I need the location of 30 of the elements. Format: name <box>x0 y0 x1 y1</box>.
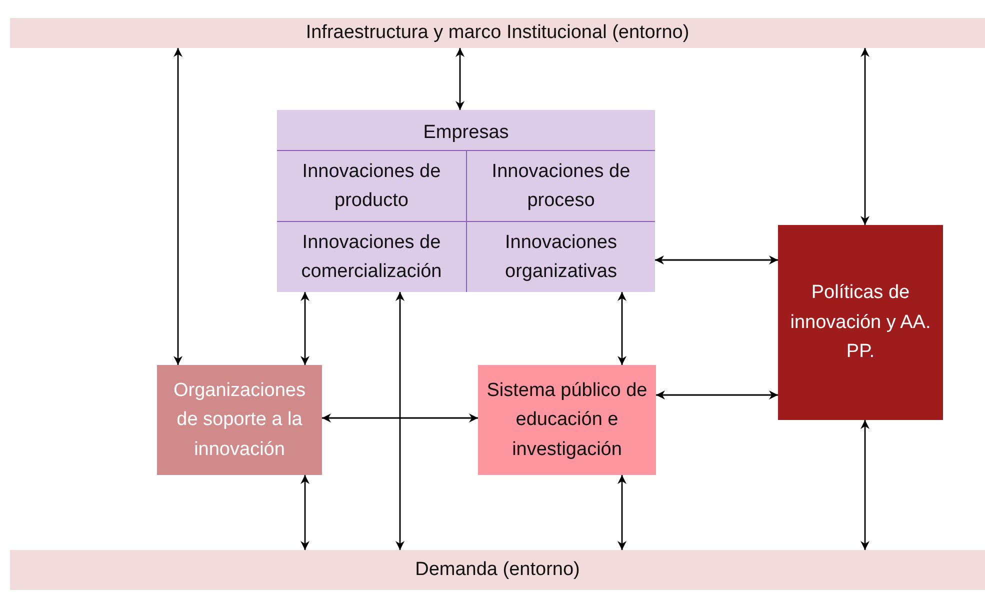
box-heading: Empresas <box>423 121 509 145</box>
box-label: Infraestructura y marco Institucional (entorno) <box>306 21 690 46</box>
connector-arrow <box>618 292 626 365</box>
policy-box <box>778 225 943 420</box>
connector-arrow <box>174 48 182 365</box>
connector-arrow <box>300 292 310 365</box>
connector-arrow <box>860 420 870 550</box>
box-label: Innovaciones de proceso <box>490 160 632 213</box>
connector-arrow <box>396 292 404 550</box>
company-box <box>277 110 655 292</box>
box-label: Innovaciones organizativas <box>504 230 618 284</box>
box-label: Demanda (entorno) <box>415 558 580 582</box>
support-box <box>157 365 322 475</box>
connector-arrow <box>300 475 310 550</box>
connector-arrow <box>655 256 778 264</box>
box-label: Políticas de innovación y AA. PP. <box>789 281 932 364</box>
innovation-cell <box>466 150 655 221</box>
connector-arrow <box>618 475 626 550</box>
environment-band <box>10 550 985 590</box>
connector-arrow <box>860 48 870 225</box>
box-label: Organizaciones de soporte a la innovación <box>172 378 307 462</box>
connector-arrow <box>456 48 464 110</box>
connector-arrow <box>656 390 778 400</box>
education-box <box>478 365 656 475</box>
environment-band <box>10 18 985 48</box>
connector-arrow <box>322 414 478 422</box>
box-label: Innovaciones de comercialización <box>300 230 443 284</box>
innovation-cell <box>466 221 655 292</box>
box-label: Innovaciones de producto <box>301 160 442 213</box>
box-label: Sistema público de educación e investigación <box>486 378 648 462</box>
